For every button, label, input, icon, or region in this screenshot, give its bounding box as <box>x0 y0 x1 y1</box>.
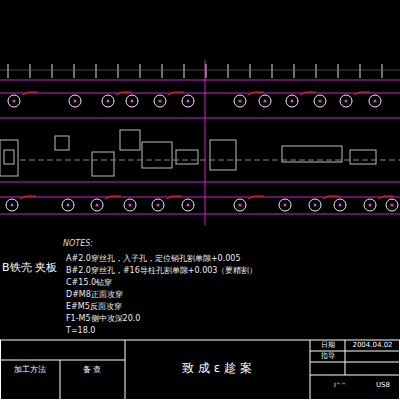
hole-circle <box>124 199 136 211</box>
hole-center <box>67 204 70 207</box>
drawing-title: 致 成 ε 趁 案 <box>182 362 252 375</box>
part-name: B铁壳 夹板 <box>2 262 57 274</box>
hole-center <box>187 204 190 207</box>
red-marker <box>105 196 121 199</box>
dimension-tick <box>228 64 229 78</box>
dimension-tick <box>294 64 295 78</box>
title-cell: 日期 <box>321 342 335 350</box>
hole-circle <box>126 95 138 107</box>
hole-circle <box>152 199 164 211</box>
red-marker <box>354 92 370 95</box>
red-marker <box>22 92 38 95</box>
hole-center <box>345 100 348 103</box>
hole-center <box>314 204 317 207</box>
hole-circle <box>69 95 81 107</box>
dimension-tick <box>162 64 163 78</box>
notes-heading: NOTES: <box>63 240 93 249</box>
hole-center <box>239 204 242 207</box>
hole-circle <box>102 95 114 107</box>
hole-center <box>284 204 287 207</box>
note-line: B#2.0穿丝孔，#16导柱孔割单隙+0.003（要精割） <box>66 267 257 276</box>
note-line: F1-M5侧中攻深20.0 <box>66 315 140 324</box>
hole-circle <box>234 199 246 211</box>
hole-circle <box>234 95 246 107</box>
note-line: A#2.0穿丝孔，入子孔，定位销孔割单隙+0.005 <box>66 255 241 264</box>
red-marker <box>168 92 184 95</box>
note-line: E#M5反面攻穿 <box>66 303 122 312</box>
dimension-tick <box>272 64 273 78</box>
title-cell: 加工方法 <box>14 366 46 375</box>
dimension-tick <box>74 64 75 78</box>
hole-circle <box>386 199 398 211</box>
hole-center <box>291 100 294 103</box>
hole-center <box>11 204 14 207</box>
title-cell: 备 查 <box>83 366 102 375</box>
hole-center <box>239 100 242 103</box>
hole-center <box>157 204 160 207</box>
dimension-tick <box>206 64 207 78</box>
red-marker <box>248 92 264 95</box>
hole-center <box>129 204 132 207</box>
hole-center <box>107 100 110 103</box>
hole-circle <box>259 95 271 107</box>
hole-center <box>369 204 372 207</box>
dimension-tick <box>184 64 185 78</box>
hole-center <box>159 100 162 103</box>
hole-center <box>264 100 267 103</box>
dimension-tick <box>96 64 97 78</box>
dimension-tick <box>8 64 9 78</box>
hole-center <box>391 204 394 207</box>
note-line: T=18.0 <box>66 327 95 336</box>
hole-circle <box>154 95 166 107</box>
hole-center <box>187 100 190 103</box>
hole-center <box>131 100 134 103</box>
dimension-tick <box>382 64 383 78</box>
hole-circle <box>369 95 381 107</box>
dimension-tick <box>250 64 251 78</box>
red-marker <box>166 196 182 199</box>
hole-circle <box>91 199 103 211</box>
red-marker <box>323 196 339 199</box>
hole-center <box>13 100 16 103</box>
hole-center <box>319 100 322 103</box>
hole-circle <box>182 95 194 107</box>
note-line: D#M8正面攻穿 <box>66 291 123 300</box>
hole-circle <box>6 199 18 211</box>
hole-circle <box>8 95 20 107</box>
hole-circle <box>334 199 346 211</box>
title-cell: 指导 <box>321 353 335 361</box>
title-cell: US8 <box>376 382 390 390</box>
hole-circle <box>314 95 326 107</box>
dimension-tick <box>118 64 119 78</box>
hole-center <box>74 100 77 103</box>
hole-center <box>96 204 99 207</box>
title-cell: I^^ <box>334 382 346 389</box>
dimension-line <box>0 70 400 71</box>
hole-circle <box>182 199 194 211</box>
dimension-tick <box>52 64 53 78</box>
dimension-tick <box>316 64 317 78</box>
hole-circle <box>286 95 298 107</box>
dimension-tick <box>338 64 339 78</box>
dimension-tick <box>360 64 361 78</box>
red-marker <box>300 92 316 95</box>
hole-circle <box>364 199 376 211</box>
red-marker <box>20 196 36 199</box>
hole-center <box>374 100 377 103</box>
hole-center <box>339 204 342 207</box>
red-marker <box>248 196 264 199</box>
red-marker <box>116 92 132 95</box>
hole-circle <box>309 199 321 211</box>
dimension-tick <box>140 64 141 78</box>
hole-circle <box>340 95 352 107</box>
hole-circle <box>279 199 291 211</box>
dimension-tick <box>30 64 31 78</box>
note-line: C#15.0钻穿 <box>66 279 112 288</box>
hole-circle <box>62 199 74 211</box>
title-cell: 2004.04.02 <box>352 342 392 350</box>
red-marker <box>378 196 394 199</box>
